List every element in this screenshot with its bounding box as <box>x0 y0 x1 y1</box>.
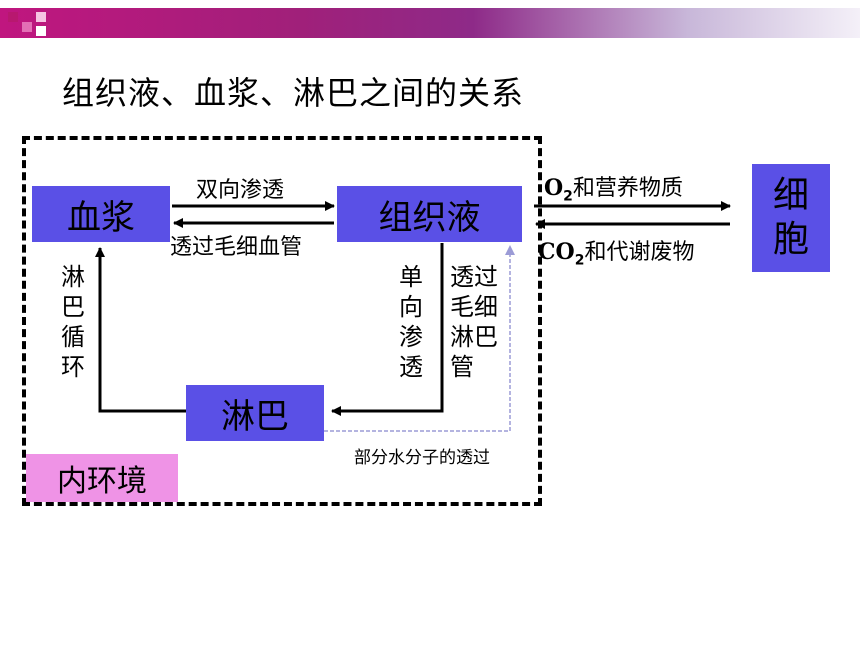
node-lymph: 淋巴 <box>186 385 324 441</box>
top-banner <box>0 8 860 38</box>
o2-subscript: 2 <box>563 188 573 205</box>
banner-square <box>22 22 32 32</box>
arrow-lymph-to-tissue-water <box>324 245 515 432</box>
label-co2-waste: CO2和代谢废物 <box>538 234 694 268</box>
co2-symbol: CO <box>538 239 575 265</box>
label-o2-nutrients: O2和营养物质 <box>544 170 683 204</box>
label-through-lymph-capillary: 透过毛细淋巴管 <box>450 262 504 382</box>
banner-square <box>36 12 46 22</box>
internal-environment-border <box>22 136 542 506</box>
label-through-capillary: 透过毛细血管 <box>170 235 303 260</box>
page-title: 组织液、血浆、淋巴之间的关系 <box>62 74 525 112</box>
o2-symbol: O <box>544 175 564 201</box>
o2-text: 和营养物质 <box>572 176 683 201</box>
label-bidirectional: 双向渗透 <box>196 178 285 203</box>
label-through-lymph-capillary-text: 透过毛细淋巴管 <box>450 263 498 381</box>
node-cell: 细胞 <box>752 164 830 272</box>
label-one-way: 单向渗透 <box>399 263 423 381</box>
co2-subscript: 2 <box>574 252 585 269</box>
banner-square <box>36 26 46 36</box>
label-water-molecules: 部分水分子的透过 <box>354 448 490 468</box>
node-internal-environment: 内环境 <box>26 454 178 502</box>
banner-square <box>8 12 18 22</box>
label-lymph-circulation: 淋巴循环 <box>61 263 85 381</box>
co2-text: 和代谢废物 <box>584 240 695 265</box>
node-tissue-fluid: 组织液 <box>337 186 522 242</box>
arrow-tissue-to-lymph <box>331 243 444 416</box>
arrow-lymph-to-plasma <box>95 247 186 413</box>
node-cell-label: 细胞 <box>772 175 809 260</box>
node-plasma: 血浆 <box>32 186 170 242</box>
